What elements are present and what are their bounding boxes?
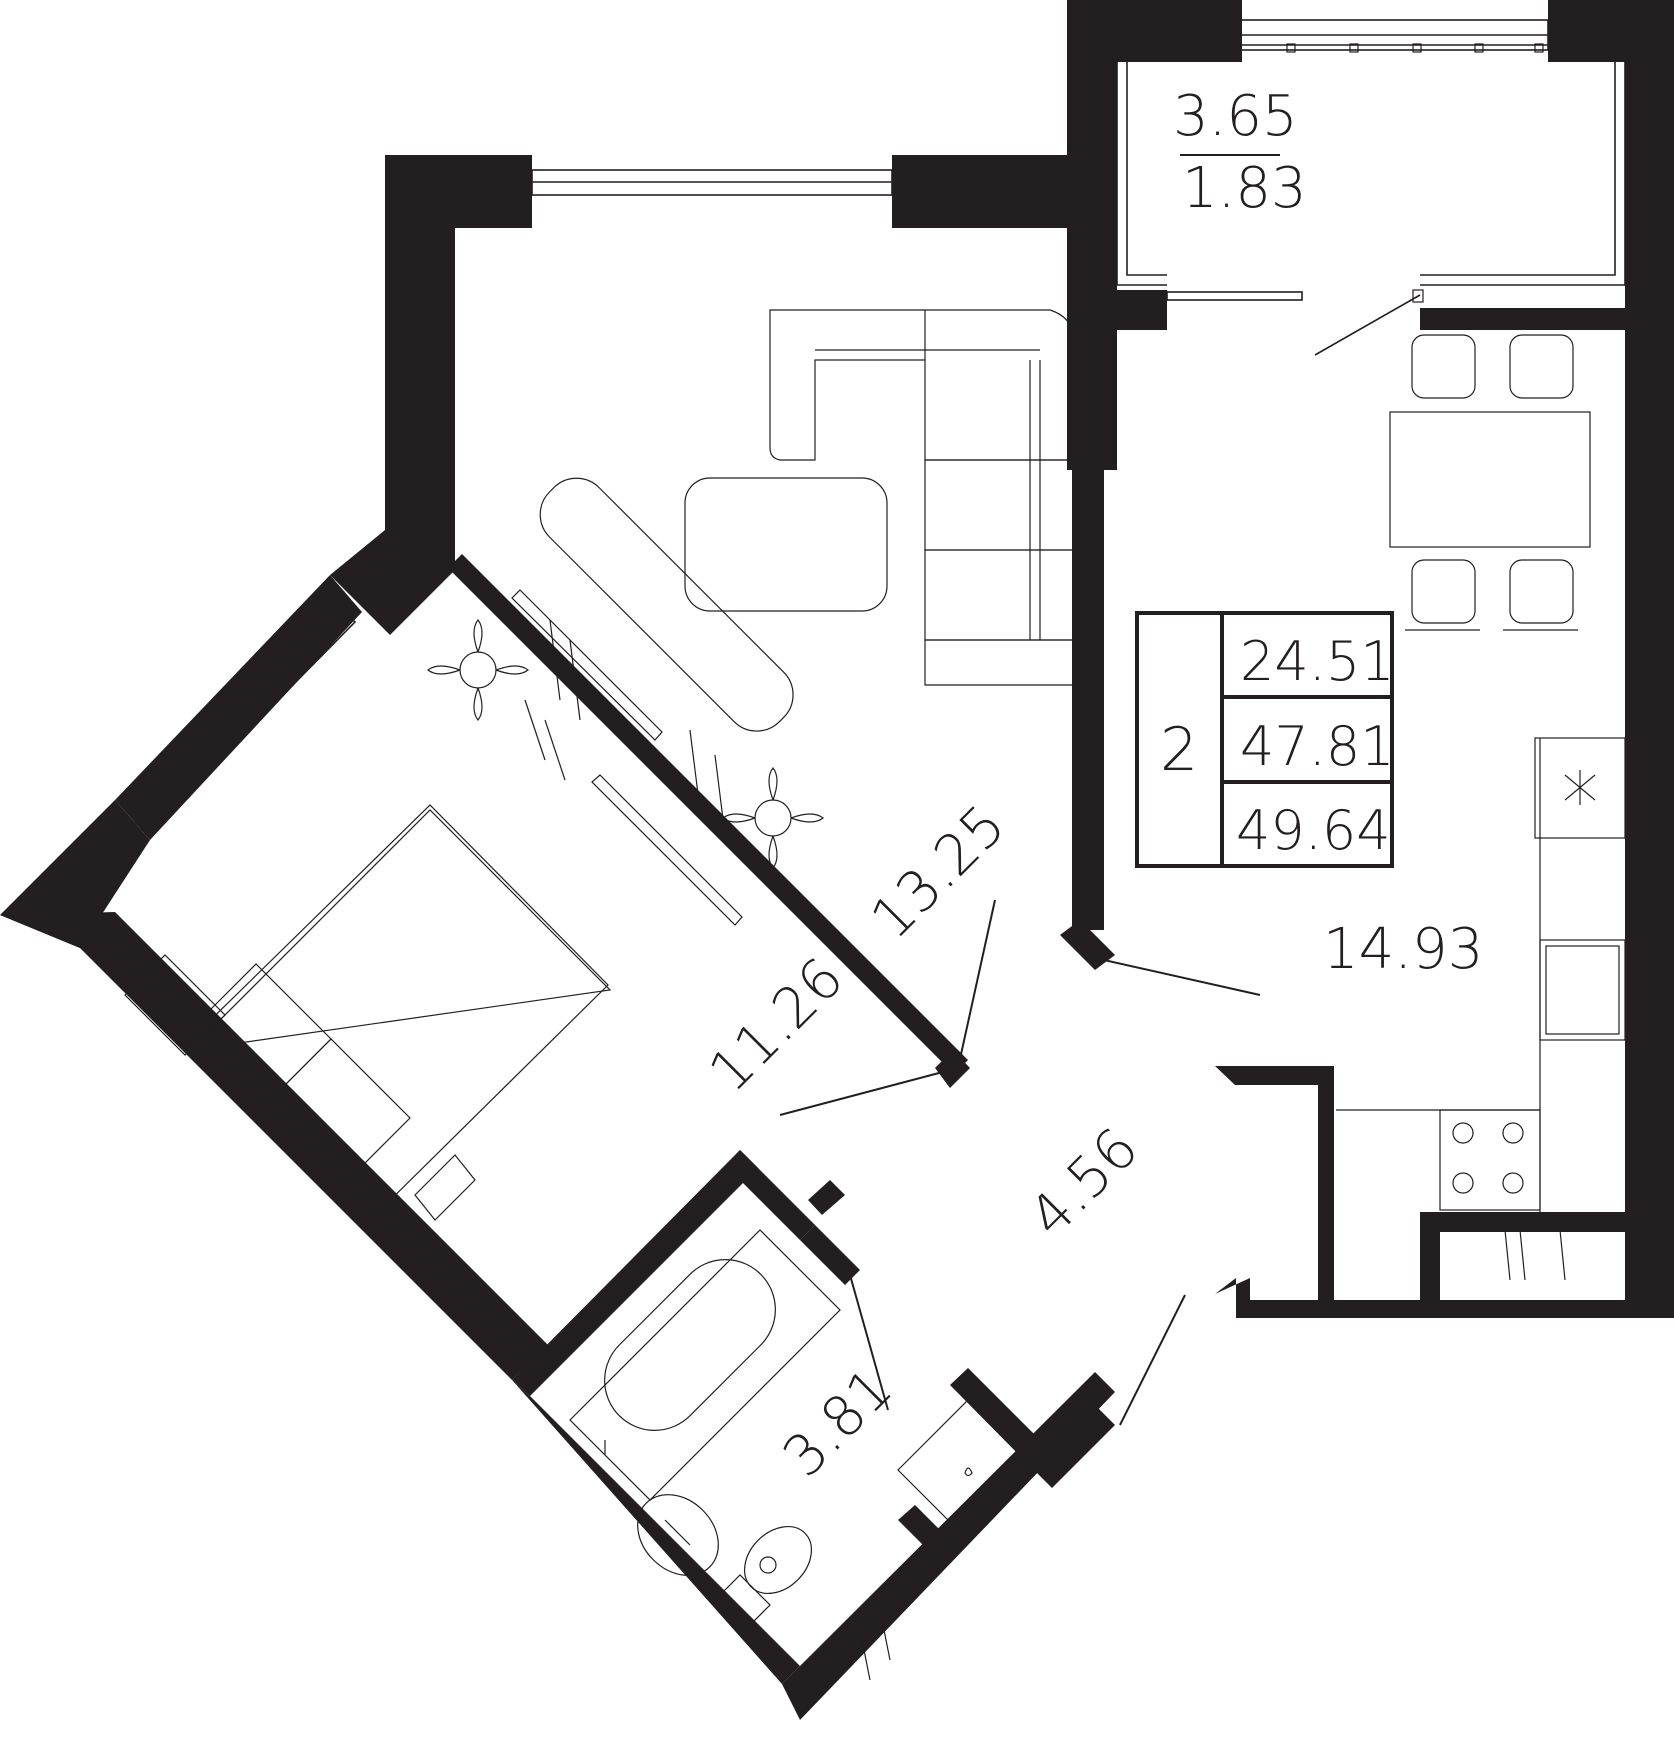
sink [637, 1494, 719, 1576]
apartment-summary-table [1135, 611, 1394, 868]
toilet [714, 1526, 812, 1631]
washing-machine [897, 1392, 1041, 1536]
balcony-outline [1116, 62, 1626, 356]
tv-unit [511, 589, 743, 926]
kitchen-counter [1336, 737, 1626, 1212]
kitchen-vent [1504, 1229, 1566, 1281]
hallway-area-label: 4.56 [1017, 1116, 1151, 1250]
tv-cabinet [539, 477, 794, 732]
balcony-reduced-area-label: 1.83 [1182, 156, 1307, 221]
windows [128, 19, 1549, 842]
room-count-label: 2 [1160, 715, 1198, 785]
kitchen-area-label: 14.93 [1323, 917, 1483, 982]
shelves [524, 699, 726, 836]
dining-set [1389, 334, 1591, 631]
bedroom-area-label: 11.26 [697, 946, 856, 1105]
total-area-value: 47.81 [1240, 715, 1395, 778]
door-leaders [779, 899, 1261, 1426]
living-area-value: 24.51 [1240, 630, 1395, 693]
plant-icon [722, 767, 824, 869]
bed [124, 804, 612, 1271]
coffee-table [684, 477, 888, 612]
sofa [769, 309, 1076, 686]
plant-icon [427, 619, 529, 721]
bathtub [569, 1229, 841, 1501]
total-with-balcony-value: 49.64 [1236, 799, 1391, 862]
bathroom-vent [859, 1609, 891, 1681]
balcony-area-label: 3.65 [1173, 84, 1298, 149]
bathroom-area-label: 3.81 [771, 1356, 905, 1490]
living-room-area-label: 13.25 [859, 793, 1018, 952]
